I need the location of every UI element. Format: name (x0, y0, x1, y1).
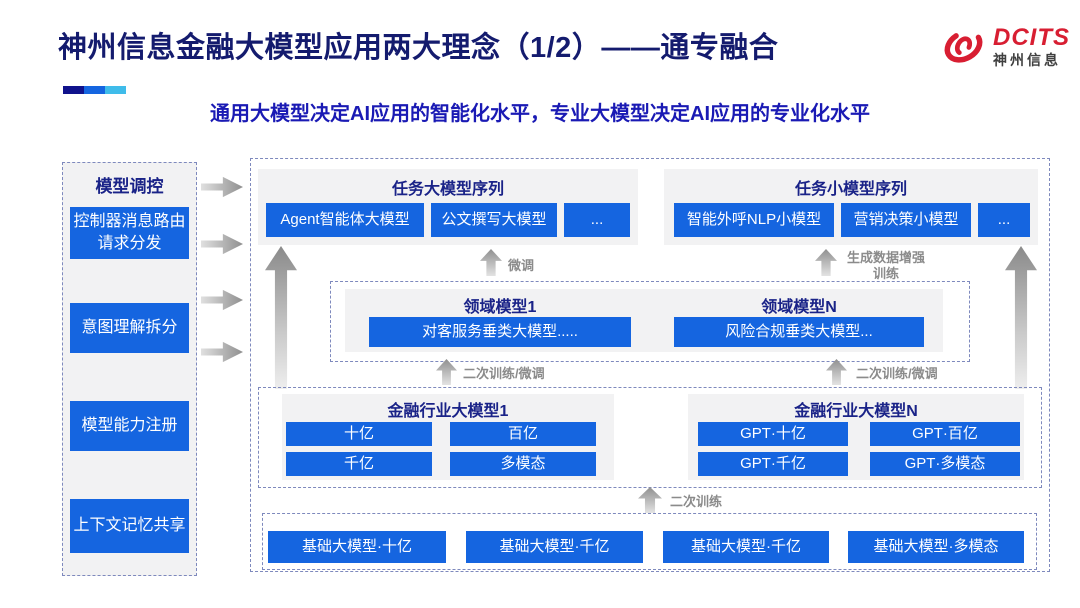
arrow-right-icon (201, 233, 243, 255)
node-more-small-models: ... (978, 203, 1030, 237)
task-large-title: 任务大模型序列 (391, 181, 504, 198)
node-fn-gpt-ten-billion: GPT·百亿 (870, 422, 1020, 446)
finance-model-n-group: 金融行业大模型N GPT·十亿 GPT·百亿 GPT·千亿 GPT·多模态 (688, 394, 1024, 480)
domain-model-1-title: 领域模型1 (463, 299, 537, 316)
node-doc-writing-large-model: 公文撰写大模型 (431, 203, 557, 237)
node-fn-gpt-hundred-billion: GPT·千亿 (698, 452, 848, 476)
domain-models-container (330, 281, 970, 362)
node-base-model-hundred-billion-2: 基础大模型·千亿 (663, 531, 829, 563)
sidebar-title: 模型调控 (95, 177, 164, 196)
deco-bar (63, 86, 126, 94)
sidebar-item-intent-split: 意图理解拆分 (70, 303, 189, 353)
domain-model-n-title: 领域模型N (761, 299, 837, 316)
dcits-swirl-icon (944, 29, 983, 63)
node-fn-gpt-multimodal: GPT·多模态 (870, 452, 1020, 476)
task-small-title: 任务小模型序列 (794, 181, 907, 198)
node-f1-billion: 十亿 (286, 422, 432, 446)
domain-model-n-group: 领域模型N 风险合规垂类大模型... (655, 289, 943, 352)
base-models-container: 基础大模型·十亿 基础大模型·千亿 基础大模型·千亿 基础大模型·多模态 (262, 513, 1037, 570)
task-large-model-group: 任务大模型序列 Agent智能体大模型 公文撰写大模型 ... (258, 169, 638, 245)
node-customer-service-vertical-model: 对客服务垂类大模型..... (369, 317, 631, 347)
arrow-right-icon (201, 341, 243, 363)
sidebar-item-context-memory: 上下文记忆共享 (70, 499, 189, 553)
node-marketing-small-model: 营销决策小模型 (841, 203, 971, 237)
model-control-panel: 模型调控 控制器消息路由请求分发 意图理解拆分 模型能力注册 上下文记忆共享 (62, 162, 197, 576)
slide-subtitle: 通用大模型决定AI应用的智能化水平，专业大模型决定AI应用的专业化水平 (210, 103, 870, 125)
sidebar-item-capability-register: 模型能力注册 (70, 401, 189, 451)
sidebar-item-controller-routing: 控制器消息路由请求分发 (70, 207, 189, 259)
finance-model-n-title: 金融行业大模型N (794, 403, 918, 420)
task-small-model-group: 任务小模型序列 智能外呼NLP小模型 营销决策小模型 ... (664, 169, 1038, 245)
logo-brand-text: DCITS (993, 23, 1070, 51)
label-retrain-finetune-left: 二次训练/微调 (463, 366, 545, 381)
label-finetune: 微调 (508, 258, 535, 273)
node-f1-ten-billion: 百亿 (450, 422, 596, 446)
logo-brand-cn-text: 神州信息 (993, 51, 1061, 68)
node-f1-multimodal: 多模态 (450, 452, 596, 476)
dcits-logo: DCITS 神州信息 (940, 20, 1070, 72)
node-base-model-multimodal: 基础大模型·多模态 (848, 531, 1024, 563)
node-f1-hundred-billion: 千亿 (286, 452, 432, 476)
node-agent-large-model: Agent智能体大模型 (266, 203, 424, 237)
domain-model-1-group: 领域模型1 对客服务垂类大模型..... (345, 289, 655, 352)
node-more-large-models: ... (564, 203, 630, 237)
node-base-model-hundred-billion-1: 基础大模型·千亿 (466, 531, 643, 563)
finance-model-1-title: 金融行业大模型1 (387, 403, 509, 420)
arrow-right-icon (201, 176, 243, 198)
finance-model-1-group: 金融行业大模型1 十亿 百亿 千亿 多模态 (282, 394, 614, 480)
label-gen-data-training: 生成数据增强训练 (846, 250, 925, 282)
label-retrain: 二次训练 (670, 494, 723, 509)
node-base-model-billion: 基础大模型·十亿 (268, 531, 446, 563)
node-fn-gpt-billion: GPT·十亿 (698, 422, 848, 446)
page-title: 神州信息金融大模型应用两大理念（1/2）——通专融合 (58, 32, 779, 64)
arrow-right-icon (201, 289, 243, 311)
label-retrain-finetune-right: 二次训练/微调 (856, 366, 938, 381)
node-outbound-nlp-small-model: 智能外呼NLP小模型 (674, 203, 834, 237)
node-risk-compliance-vertical-model: 风险合规垂类大模型... (674, 317, 924, 347)
